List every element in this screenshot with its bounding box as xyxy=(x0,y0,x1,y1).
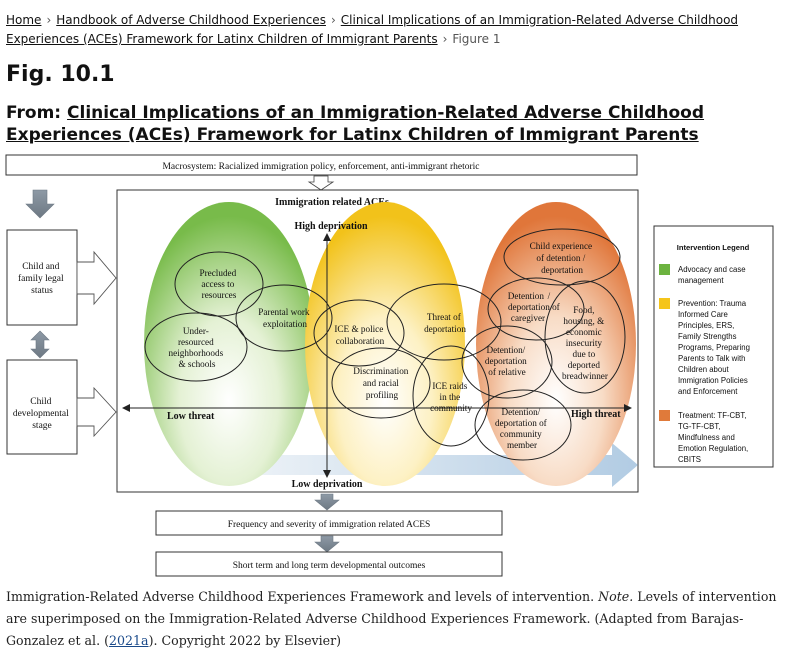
macrosystem-text: Macrosystem: Racialized immigration poli… xyxy=(162,161,479,172)
frequency-box xyxy=(155,510,503,536)
bubble-ice-police-label: ICE & police collaboration xyxy=(334,324,385,346)
outcomes-text: Short term and long term developmental o… xyxy=(233,561,426,571)
dev-stage-arrow xyxy=(76,386,117,438)
bubble-parental-work-label: Parental work exploitation xyxy=(258,307,312,329)
bubble-discrimination-label: Discrimination and racial profiling xyxy=(353,366,410,400)
treatment-zone xyxy=(476,202,636,486)
legal-status-box xyxy=(6,229,78,326)
bubble-under-resourced xyxy=(144,312,248,382)
citation-link[interactable]: 2021a xyxy=(109,633,149,648)
caption-text-1: Immigration-Related Adverse Childhood Ex… xyxy=(6,589,599,604)
bubble-discrimination xyxy=(331,347,431,419)
ace-framework-diagram: Macrosystem: Racialized immigration poli… xyxy=(5,154,774,577)
caption-text-3: ). Copyright 2022 by Elsevier) xyxy=(148,633,342,648)
bubble-ice-raids-label: ICE raids in the community xyxy=(430,381,472,413)
outcomes-box xyxy=(155,551,503,577)
bubble-precluded-label: Precluded access to resources xyxy=(199,268,238,300)
down-arrow-icon xyxy=(25,189,55,219)
legal-status-arrow xyxy=(76,250,117,306)
legend-green-swatch xyxy=(659,264,670,275)
intervention-legend: Intervention Legend Advocacy and case ma… xyxy=(653,225,774,468)
chevron-right-icon: › xyxy=(46,13,52,27)
bubble-precluded xyxy=(174,251,264,317)
bubble-detention-caregiver-label: Detention / deportation of caregiver xyxy=(508,291,562,323)
bubble-child-experience xyxy=(503,228,621,286)
bubble-child-experience-label: Child experience of detention / deportat… xyxy=(530,241,595,275)
bubble-threat-deportation-label: Threat of deportation xyxy=(424,312,466,334)
high-threat-label: High threat xyxy=(571,409,621,420)
legend-green-label: Advocacy and case management xyxy=(678,265,748,285)
down-arrow-icon xyxy=(314,535,340,553)
low-threat-label: Low threat xyxy=(167,411,215,422)
breadcrumb-current: Figure 1 xyxy=(452,32,501,46)
breadcrumb-book-link[interactable]: Handbook of Adverse Childhood Experience… xyxy=(56,13,326,27)
legend-title: Intervention Legend xyxy=(677,243,750,252)
figure-source-heading: From: Clinical Implications of an Immigr… xyxy=(6,102,786,146)
low-deprivation-label: Low deprivation xyxy=(292,479,363,490)
legend-orange-label: Treatment: TF-CBT, TG-TF-CBT, Mindfulnes… xyxy=(678,411,750,464)
bubble-threat-deportation xyxy=(386,283,502,361)
from-prefix: From: xyxy=(6,103,62,123)
legend-box xyxy=(653,225,774,468)
threat-gradient-arrow xyxy=(250,443,638,487)
legend-yellow-label: Prevention: Trauma Informed Care Princip… xyxy=(678,299,752,396)
bubble-food-housing xyxy=(544,280,626,394)
bubble-detention-caregiver xyxy=(487,277,585,341)
chevron-right-icon: › xyxy=(442,32,448,46)
main-title: Immigration related ACEs xyxy=(275,197,389,208)
caption-note: Note. xyxy=(598,589,634,604)
figure-label: Fig. 10.1 xyxy=(6,62,115,87)
prevention-zone xyxy=(305,202,465,486)
legend-yellow-swatch xyxy=(659,298,670,309)
chevron-right-icon: › xyxy=(330,13,336,27)
bubble-parental-work xyxy=(235,284,333,352)
bubble-ice-raids xyxy=(412,345,490,447)
bubble-food-housing-label: Food, housing, & economic insecurity due… xyxy=(562,305,608,381)
dev-stage-box xyxy=(6,359,78,455)
chapter-title-link[interactable]: Clinical Implications of an Immigration-… xyxy=(6,103,705,145)
bubble-detention-community-label: Detention/ deportation of community memb… xyxy=(495,407,549,450)
figure-caption: Immigration-Related Adverse Childhood Ex… xyxy=(6,586,796,652)
bubble-under-resourced-label: Under- resourced neighborhoods & schools xyxy=(169,326,226,369)
high-deprivation-label: High deprivation xyxy=(294,221,368,232)
frequency-text: Frequency and severity of immigration re… xyxy=(228,519,431,530)
macrosystem-arrow xyxy=(307,175,335,191)
bubble-detention-community xyxy=(474,389,572,461)
breadcrumb-chapter-link[interactable]: Clinical Implications of an Immigration-… xyxy=(6,13,739,46)
advocacy-zone xyxy=(144,202,314,486)
macrosystem-box xyxy=(5,154,638,176)
legend-orange-swatch xyxy=(659,410,670,421)
down-arrow-icon xyxy=(314,493,340,511)
legal-status-label: Child and family legal status xyxy=(18,262,66,296)
bubble-ice-police xyxy=(313,299,405,367)
dev-stage-label: Child developmental stage xyxy=(13,397,71,431)
breadcrumb: Home › Handbook of Adverse Childhood Exper… xyxy=(6,11,786,49)
bubble-detention-relative-label: Detention/ deportation of relative xyxy=(485,345,529,377)
breadcrumb-home-link[interactable]: Home xyxy=(6,13,42,27)
double-arrow-icon xyxy=(30,330,50,359)
bubble-detention-relative xyxy=(461,325,553,399)
